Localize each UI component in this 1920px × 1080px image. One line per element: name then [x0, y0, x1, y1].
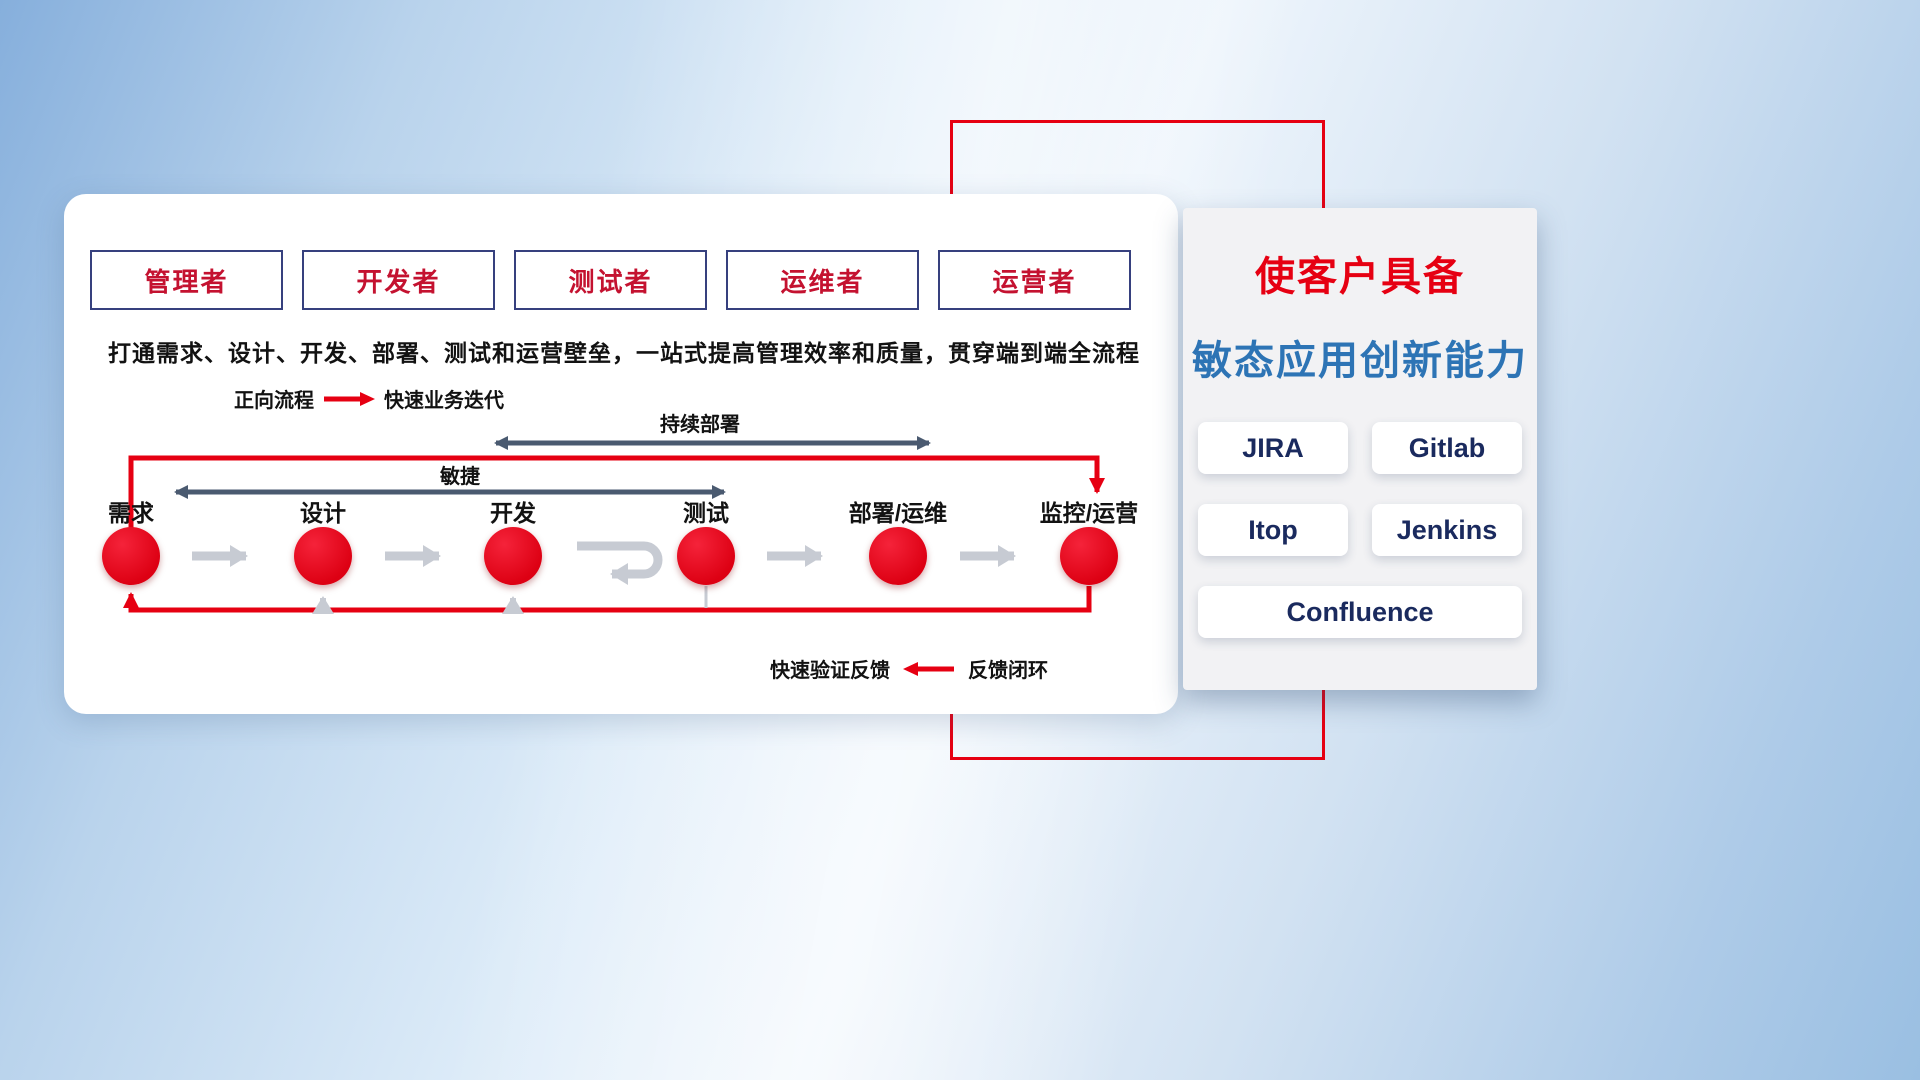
step-label: 监控/运营: [1039, 500, 1139, 526]
agile-label: 敏捷: [440, 466, 480, 488]
tool-button-confluence: Confluence: [1198, 586, 1522, 638]
flow-step-requirements: 需求: [61, 494, 201, 585]
role-box-manager: 管理者: [90, 250, 283, 310]
flow-description: 打通需求、设计、开发、部署、测试和运营壁垒，一站式提高管理效率和质量，贯穿端到端…: [108, 340, 1140, 366]
tools-grid: JIRA Gitlab Itop Jenkins Confluence: [1198, 422, 1522, 638]
flow-step-monitor-operations: 监控/运营: [1019, 494, 1159, 585]
step-label: 需求: [108, 500, 154, 526]
step-circle: [869, 527, 927, 585]
tool-button-jira: JIRA: [1198, 422, 1348, 474]
legend-forward-label: 正向流程: [234, 390, 314, 412]
role-box-tester: 测试者: [514, 250, 707, 310]
step-circle: [102, 527, 160, 585]
continuous-deploy-label: 持续部署: [660, 414, 740, 436]
forward-arrow-icon: [324, 391, 375, 406]
step-circle: [1060, 527, 1118, 585]
legend-feedback-value: 反馈闭环: [968, 660, 1048, 682]
legend-forward-value: 快速业务迭代: [384, 390, 504, 412]
tool-button-jenkins: Jenkins: [1372, 504, 1522, 556]
panel-title-line1: 使客户具备: [1255, 255, 1465, 299]
flow-step-design: 设计: [253, 494, 393, 585]
legend-feedback-label: 快速验证反馈: [770, 660, 890, 682]
tool-button-gitlab: Gitlab: [1372, 422, 1522, 474]
step-label: 设计: [300, 500, 346, 526]
step-label: 开发: [490, 500, 536, 526]
step-circle: [484, 527, 542, 585]
feedback-arrow-icon: [903, 661, 954, 676]
step-circle: [677, 527, 735, 585]
role-label: 运维者: [780, 266, 865, 297]
devops-flow-card: 管理者 开发者 测试者 运维者 运营者 打通需求、设计、开发、部署、测试和运营壁…: [64, 194, 1178, 714]
tool-button-itop: Itop: [1198, 504, 1348, 556]
role-label: 管理者: [144, 266, 229, 297]
flow-step-testing: 测试: [636, 494, 776, 585]
role-box-operator: 运营者: [938, 250, 1131, 310]
roles-row: 管理者 开发者 测试者 运维者 运营者: [90, 250, 1131, 310]
step-circle: [294, 527, 352, 585]
legend-feedback: 快速验证反馈 反馈闭环: [770, 654, 1048, 683]
red-feedback-loop-line: [123, 586, 1092, 613]
capability-panel: 使客户具备 敏态应用创新能力 JIRA Gitlab Itop Jenkins …: [1183, 208, 1537, 690]
step-label: 部署/运维: [848, 500, 948, 526]
step-label: 测试: [683, 500, 729, 526]
flow-step-development: 开发: [443, 494, 583, 585]
role-box-ops: 运维者: [726, 250, 919, 310]
panel-title-line2: 敏态应用创新能力: [1192, 339, 1528, 383]
role-label: 开发者: [356, 266, 441, 297]
role-label: 运营者: [992, 266, 1077, 297]
role-box-developer: 开发者: [302, 250, 495, 310]
role-label: 测试者: [568, 266, 653, 297]
legend-forward: 正向流程 快速业务迭代: [234, 384, 504, 413]
flow-step-deploy-ops: 部署/运维: [828, 494, 968, 585]
